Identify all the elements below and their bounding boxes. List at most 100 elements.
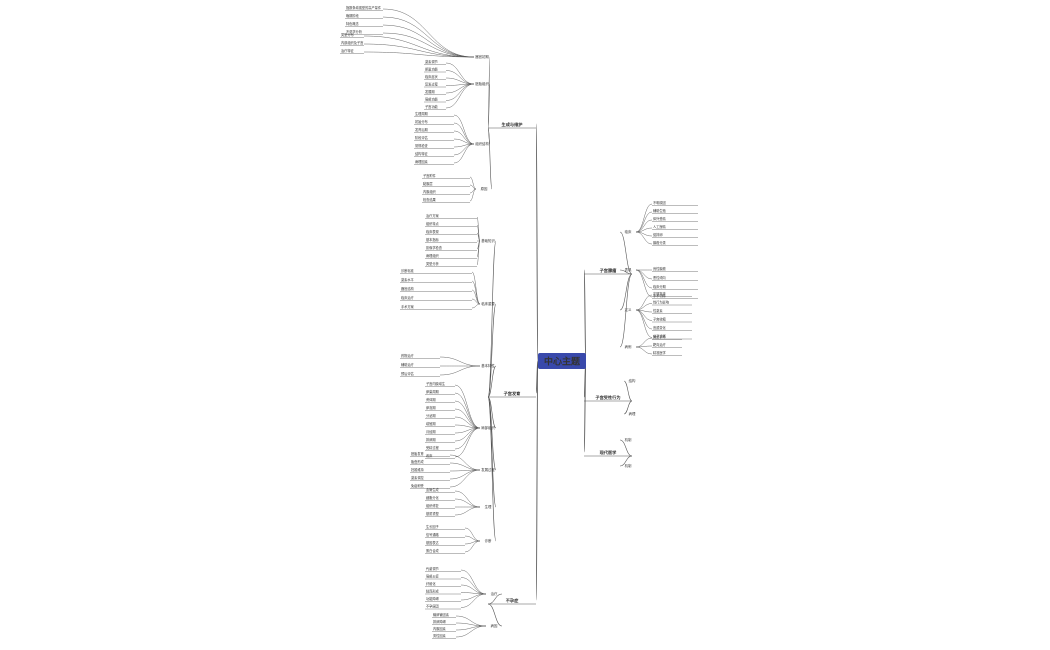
leaf-72[interactable]: 男性因素 [433,633,447,638]
leaf-32[interactable]: 诊断标准 [401,268,415,273]
leaf-64[interactable]: 局部炎症 [426,574,440,579]
leaf-37[interactable]: 药物治疗 [401,353,415,358]
leaf-54[interactable]: 免疫耐受 [411,483,425,488]
mid-node-7[interactable]: 局部组织 [481,425,495,430]
leaf-66[interactable]: 粘连形成 [426,589,440,594]
leaf-89[interactable]: 微创手术 [653,334,667,339]
leaf-2[interactable]: 特色概念 [346,21,360,26]
leaf-46[interactable]: 月经期 [426,429,436,434]
leaf-88[interactable]: 分子诊断 [653,334,667,339]
leaf-62[interactable]: 蛋白合成 [426,548,440,553]
leaf-55[interactable]: 血管生成 [426,487,440,492]
leaf-33[interactable]: 激素水平 [401,277,415,282]
leaf-0[interactable]: 指数条增强型的高产量件 [346,5,382,10]
leaf-11[interactable]: 发展期 [425,89,435,94]
mid-node-9[interactable]: 生理 [485,504,492,509]
leaf-83[interactable]: 定期复查 [653,291,667,296]
leaf-25[interactable]: 治疗方案 [426,213,440,218]
leaf-61[interactable]: 基因表达 [426,540,440,545]
leaf-22[interactable]: 黏膜层 [423,181,433,186]
leaf-69[interactable]: 输卵管因素 [433,612,450,617]
leaf-5[interactable]: 内部组织及子宫 [341,40,363,45]
mid-node-0[interactable]: 器官初期 [475,54,489,59]
leaf-16[interactable]: 发育后期 [415,127,428,132]
root-node[interactable]: 中心主题 [538,353,586,369]
branch-3[interactable]: 子宫腺瘤 [600,267,618,274]
leaf-29[interactable]: 影像学检查 [426,245,443,250]
leaf-14[interactable]: 生理周期 [415,111,428,116]
leaf-26[interactable]: 组织特点 [426,221,440,226]
leaf-60[interactable]: 信号通路 [426,532,440,537]
leaf-82[interactable]: 手术切除 [653,293,667,298]
leaf-21[interactable]: 子宫附件 [423,173,437,178]
mid-node-5[interactable]: 临床重要 [481,301,495,306]
leaf-13[interactable]: 子宫功能 [425,104,439,109]
leaf-15[interactable]: 初始分布 [415,119,428,124]
leaf-41[interactable]: 卵巢周期 [426,389,439,394]
leaf-90[interactable]: 靶向治疗 [653,342,667,347]
leaf-74[interactable]: 辅助生殖 [653,208,667,213]
mid-node-3[interactable]: 原因 [481,186,488,191]
branch-1[interactable]: 子宫发育 [504,390,522,397]
leaf-71[interactable]: 内膜因素 [433,626,447,631]
leaf-78[interactable]: 腺瘤分类 [653,240,667,245]
mid-node-2[interactable]: 组织结构 [475,141,489,146]
mid-node-6[interactable]: 基本特性 [481,363,495,368]
leaf-24[interactable]: 检查结果 [423,197,437,202]
leaf-70[interactable]: 排卵障碍 [433,619,447,624]
leaf-77[interactable]: 促排卵 [653,232,663,237]
leaf-80[interactable]: 恶性倾向 [653,275,666,280]
leaf-91[interactable]: 精准医学 [653,350,666,355]
leaf-36[interactable]: 手术方案 [401,304,415,309]
leaf-76[interactable]: 人工授精 [653,224,667,229]
branch-4[interactable]: 子宫受性行为 [595,394,620,401]
leaf-19[interactable]: 结构特征 [415,151,429,156]
mid-node-20[interactable]: 机制 [625,463,632,468]
leaf-17[interactable]: 阶段评估 [415,135,429,140]
leaf-86[interactable]: 子宫收缩 [653,317,667,322]
mid-node-16[interactable]: 病例 [625,344,632,349]
leaf-59[interactable]: 生长因子 [426,524,440,529]
leaf-28[interactable]: 基本指标 [426,237,440,242]
leaf-63[interactable]: 代谢调节 [426,566,440,571]
leaf-7[interactable]: 激素调节 [425,59,439,64]
mid-node-15[interactable]: 定义 [625,307,632,312]
leaf-85[interactable]: 性激素 [653,308,663,313]
leaf-39[interactable]: 预后评估 [401,371,415,376]
leaf-68[interactable]: 不孕原因 [426,604,439,609]
mid-node-10[interactable]: 诊断 [485,538,492,543]
mid-node-1[interactable]: 胚胎组织 [475,81,489,86]
mid-node-13[interactable]: 临床 [625,229,632,234]
leaf-73[interactable]: 不明原因 [653,200,666,205]
mid-node-18[interactable]: 病理 [629,411,636,416]
leaf-87[interactable]: 宫颈变化 [653,325,667,330]
mid-node-14[interactable]: 表现 [625,267,632,272]
leaf-43[interactable]: 卵泡期 [426,405,436,410]
branch-0[interactable]: 生成与维护 [502,121,523,128]
leaf-40[interactable]: 子宫内膜增生 [426,381,446,386]
mid-node-17[interactable]: 结构 [629,378,636,383]
mid-node-4[interactable]: 基础知识 [481,238,495,243]
leaf-56[interactable]: 细胞分化 [426,495,440,500]
leaf-75[interactable]: 体外受精 [653,216,667,221]
mid-node-12[interactable]: 病因 [491,623,498,628]
leaf-4[interactable]: 类型分布 [341,32,354,37]
leaf-45[interactable]: 增殖期 [426,421,436,426]
leaf-9[interactable]: 临床症状 [425,74,439,79]
leaf-20[interactable]: 病理因素 [415,159,429,164]
leaf-67[interactable]: 功能障碍 [426,596,440,601]
leaf-79[interactable]: 良性腺瘤 [653,266,667,271]
leaf-84[interactable]: 性行为影响 [653,300,669,305]
leaf-58[interactable]: 基质重塑 [426,511,440,516]
leaf-18[interactable]: 常规检查 [415,143,429,148]
mid-node-8[interactable]: 发展过程 [481,467,495,472]
leaf-10[interactable]: 复发过程 [425,82,439,87]
leaf-30[interactable]: 病理组织 [426,253,439,258]
mid-node-19[interactable]: 机制 [625,437,632,442]
leaf-27[interactable]: 临床表现 [426,229,440,234]
leaf-31[interactable]: 类型分析 [426,261,440,266]
branch-2[interactable]: 不孕症 [506,597,519,604]
leaf-1[interactable]: 晚期阶段 [346,13,360,18]
leaf-34[interactable]: 器官结构 [401,286,414,291]
leaf-38[interactable]: 辅助治疗 [401,362,415,367]
